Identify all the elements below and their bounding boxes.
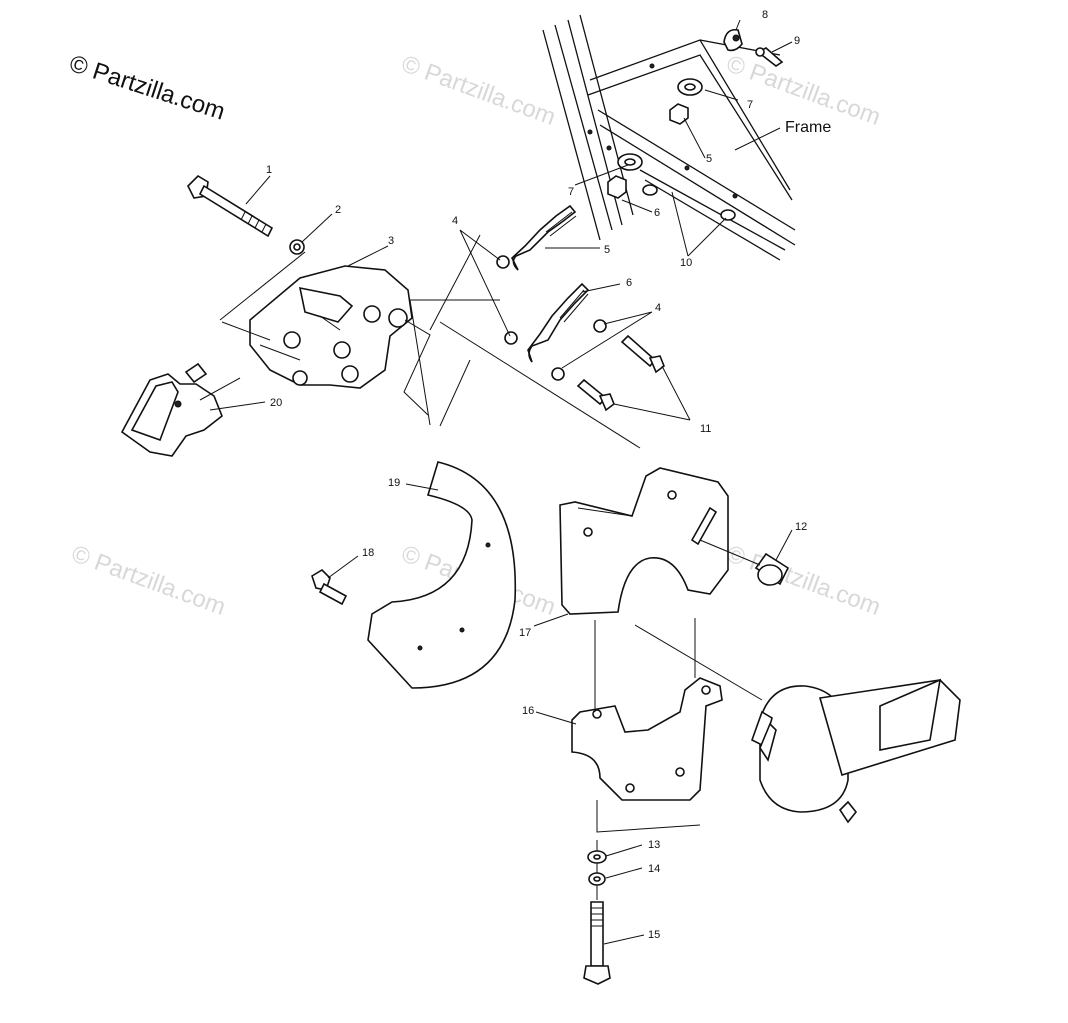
callout-4: 4 [655,302,661,314]
callout-5: 5 [604,244,610,256]
callout-18: 18 [362,547,374,559]
part-8-clamp [723,28,743,52]
callout-9: 9 [794,35,800,47]
callout-14: 14 [648,863,660,875]
callout-20: 20 [270,397,282,409]
callout-16: 16 [522,705,534,717]
callout-7: 7 [747,99,753,111]
callout-labels: 1 2 3 4 4 5 5 6 6 7 7 8 9 10 11 12 13 14… [266,9,807,941]
frame-drawing [542,14,796,261]
washer-4-d [551,367,565,381]
caliper-3 [249,265,413,389]
callout-13: 13 [648,839,660,851]
callout-6: 6 [654,207,660,219]
part-9-screw [755,47,784,67]
callout-5: 5 [706,153,712,165]
callout-7: 7 [568,186,574,198]
callout-12: 12 [795,521,807,533]
callout-3: 3 [388,235,394,247]
bracket-17 [559,467,729,615]
bolt-11-b [576,378,615,412]
callout-11: 11 [700,423,711,435]
nut-6-lower [607,175,627,199]
callout-15: 15 [648,929,660,941]
watermark: © Partzilla.com [398,50,559,131]
washer-4-c [593,319,607,333]
nut-5-upper [669,103,689,125]
axle-housing [751,678,961,824]
bracket-16 [571,677,723,801]
bushing-12 [754,552,790,586]
watermark: © Partzilla.com [68,540,229,621]
washer-4-a [496,255,510,269]
brake-line-6 [527,282,590,363]
callout-2: 2 [335,204,341,216]
callout-17: 17 [519,627,531,639]
bolt-15 [583,901,611,985]
brake-line-5 [511,204,577,271]
clamp-10-b [720,209,736,221]
pin-20 [184,362,208,384]
watermark: © Partzilla.com [723,540,884,621]
leader-lines [209,19,793,945]
brake-pad-20 [120,373,223,457]
bolt-18 [311,568,348,606]
clamp-10-a [642,184,658,196]
callout-1: 1 [266,164,272,176]
callout-19: 19 [388,477,400,489]
shield-19 [367,461,517,689]
callout-8: 8 [762,9,768,21]
frame-label: Frame [785,119,831,136]
bolt-1 [187,174,274,238]
callout-10: 10 [680,257,692,269]
bolt-11-a [620,334,665,374]
washer-4-b [504,331,518,345]
copyright-text: © Partzilla.com [66,50,228,126]
callout-4: 4 [452,215,458,227]
callout-6: 6 [626,277,632,289]
